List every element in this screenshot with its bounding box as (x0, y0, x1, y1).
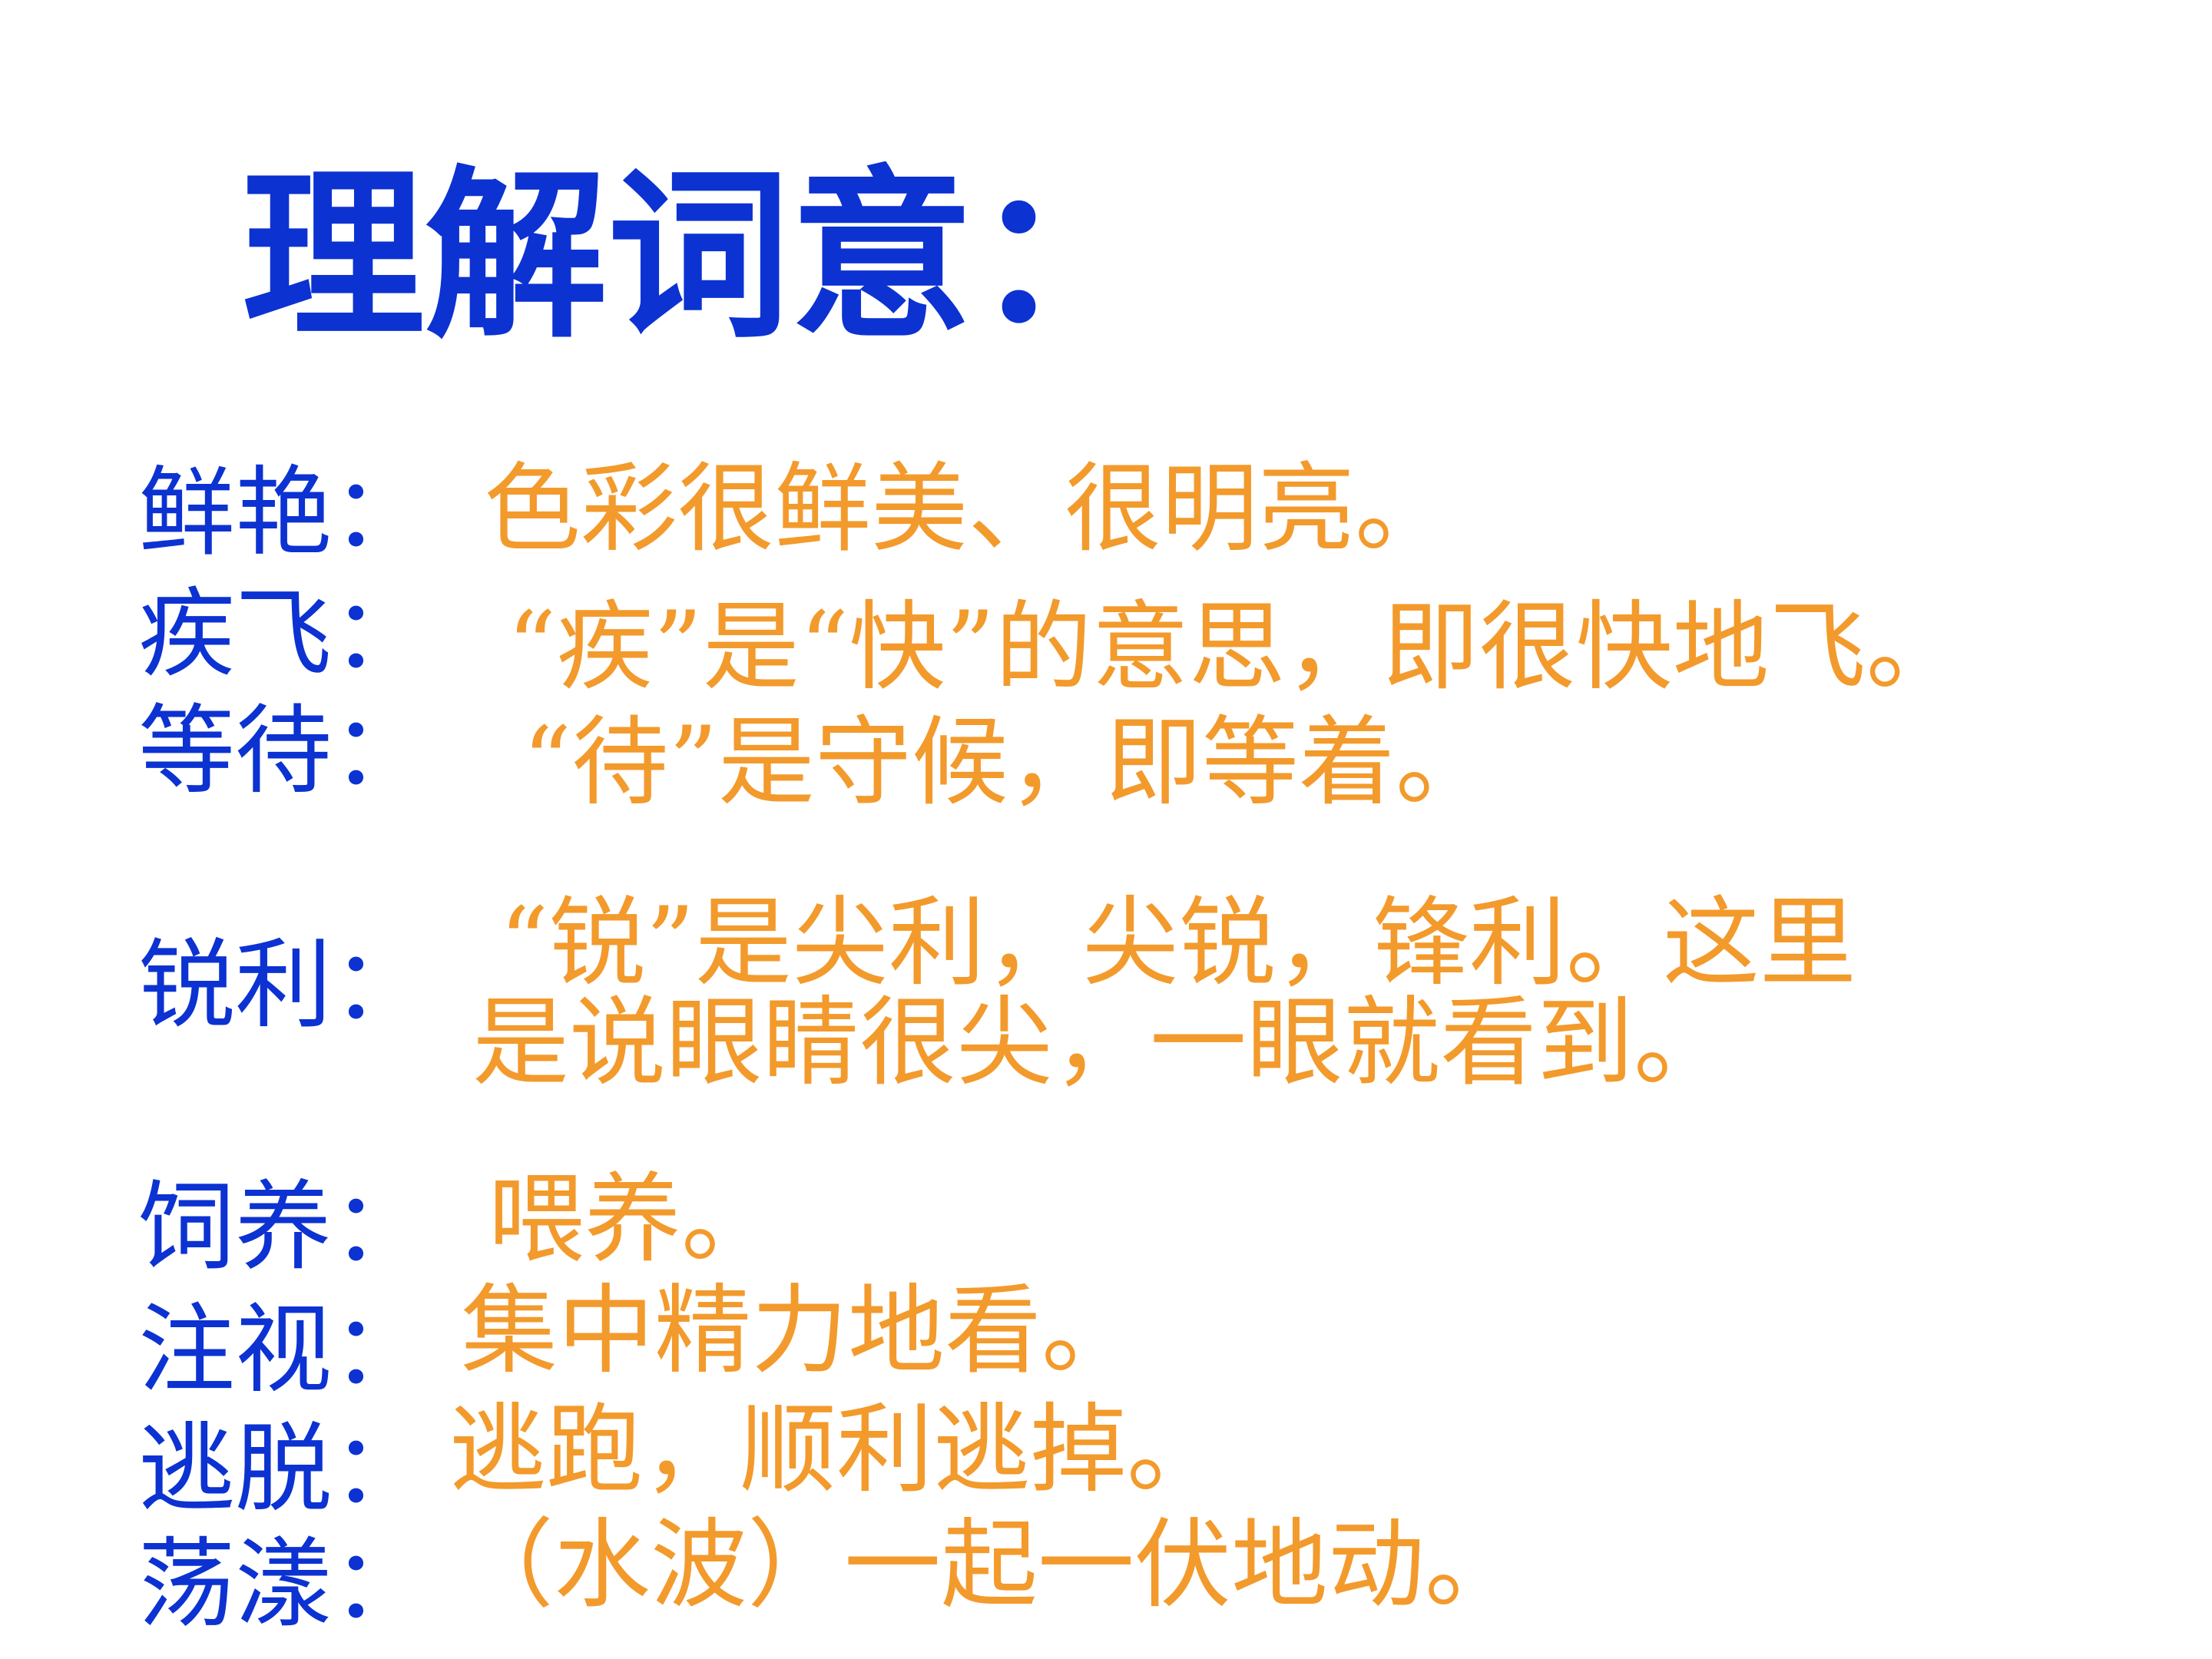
term-ruili: 锐利： (138, 929, 429, 1041)
definition-taotuo: 逃跑，顺利逃掉。 (449, 1393, 1224, 1506)
term-dengdai: 等待： (138, 694, 429, 807)
term-jifei: 疾飞： (138, 578, 429, 690)
term-siyang: 饲养： (138, 1171, 429, 1283)
definition-xianyan: 色彩很鲜美、很明亮。 (484, 452, 1452, 565)
term-xianyan: 鲜艳： (138, 456, 429, 569)
definition-ruili-line1: “锐”是尖利，尖锐，锋利。这里 (499, 886, 1856, 999)
definition-dangyang: （水波）一起一伏地动。 (457, 1508, 1522, 1621)
definition-ruili-line2: 是说眼睛很尖，一眼就看到。 (472, 986, 1730, 1099)
slide-title: 理解词意： (242, 149, 1156, 363)
definition-zhushi: 集中精力地看。 (461, 1274, 1138, 1387)
term-zhushi: 注视： (138, 1293, 429, 1406)
term-dangyang: 荡漾： (138, 1528, 429, 1641)
definition-siyang: 喂养。 (488, 1163, 778, 1276)
term-taotuo: 逃脱： (138, 1412, 429, 1525)
definition-jifei: “疾”是“快”的意思，即很快地飞。 (507, 591, 1963, 704)
definition-dengdai: “待”是守候，即等着。 (522, 706, 1492, 819)
